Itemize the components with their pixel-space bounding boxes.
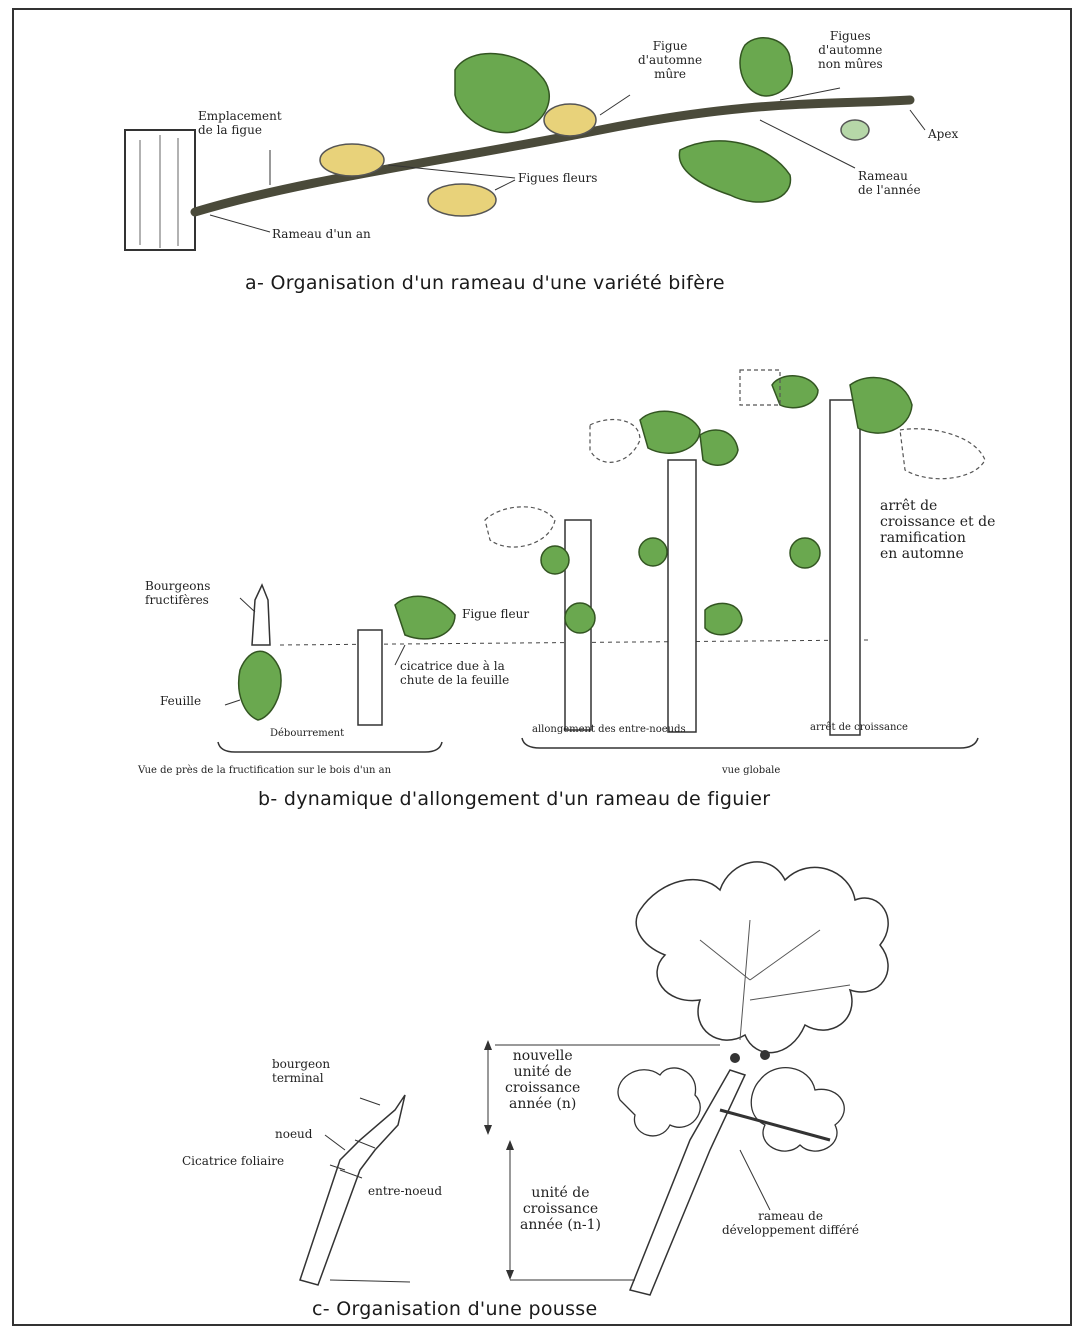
label-rameau-un-an: Rameau d'un an [272,228,371,242]
bracket [522,738,978,748]
fig-leaf [640,411,700,453]
fig-leaf [395,596,455,639]
fig-fruit [541,546,569,574]
fig-fruit [544,104,596,136]
fig-fruit [639,538,667,566]
label-cicatrice-chute-feuille: cicatrice due à la chute de la feuille [400,660,509,688]
fig-leaf-large [636,862,888,1053]
fig-leaf [705,603,742,634]
label-vue-globale: vue globale [722,765,780,777]
label-figues-fleurs: Figues fleurs [518,172,597,186]
stem-segment [358,630,382,725]
dashed-leaf [485,507,555,547]
label-noeud: noeud [275,1128,312,1142]
label-vue-de-pres: Vue de près de la fructification sur le … [138,765,391,777]
label-figue-automne-mure: Figue d'automne mûre [638,40,702,81]
label-figue-fleur: Figue fleur [462,608,529,622]
bracket [218,742,442,752]
fig-fruit [841,120,869,140]
label-bourgeons-fructiferes: Bourgeons fructifères [145,580,210,608]
label-nouvelle-unite-croissance: nouvelle unité de croissance année (n) [505,1048,580,1112]
fruiting-bud [252,585,270,645]
label-arret-de-croissance: arrêt de croissance [810,722,908,734]
dashed-leaf [900,429,985,479]
fig-leaf [618,1068,700,1136]
label-bourgeon-terminal: bourgeon terminal [272,1058,330,1086]
fig-leaf [740,38,792,96]
label-arret-croissance-ramification: arrêt de croissance et de ramification e… [880,498,995,562]
label-emplacement-figue: Emplacement de la figue [198,110,282,138]
stem-segment [668,460,696,732]
fig-fruit [790,538,820,568]
fig-leaf [700,430,738,465]
label-allongement-entre-noeuds: allongement des entre-noeuds [532,724,686,736]
caption-panel-b: b- dynamique d'allongement d'un rameau d… [258,788,770,810]
fig-fruit [428,184,496,216]
label-figues-automne-non-mures: Figues d'automne non mûres [818,30,883,71]
label-cicatrice-foliaire: Cicatrice foliaire [182,1155,284,1169]
caption-panel-a: a- Organisation d'un rameau d'une variét… [245,272,725,294]
fig-leaf [455,54,549,133]
fig-leaf [679,141,790,202]
fig-leaf [850,378,912,434]
label-apex: Apex [928,128,958,142]
label-rameau-annee: Rameau de l'année [858,170,921,198]
fig-leaf [239,651,281,720]
fig-leaf [772,376,818,408]
label-rameau-developpement-differe: rameau de développement différé [722,1210,859,1238]
dashed-leaf [590,420,640,463]
fig-fruit [320,144,384,176]
fig-fruit [565,603,595,633]
panel-a-drawing [125,38,925,250]
caption-panel-c: c- Organisation d'une pousse [312,1298,598,1320]
panel-b-drawing [218,370,985,752]
label-feuille: Feuille [160,695,201,709]
stem-segment [830,400,860,735]
label-entre-noeud: entre-noeud [368,1185,442,1199]
label-debourrement: Débourrement [270,728,344,740]
label-unite-croissance-n1: unité de croissance année (n-1) [520,1185,601,1233]
